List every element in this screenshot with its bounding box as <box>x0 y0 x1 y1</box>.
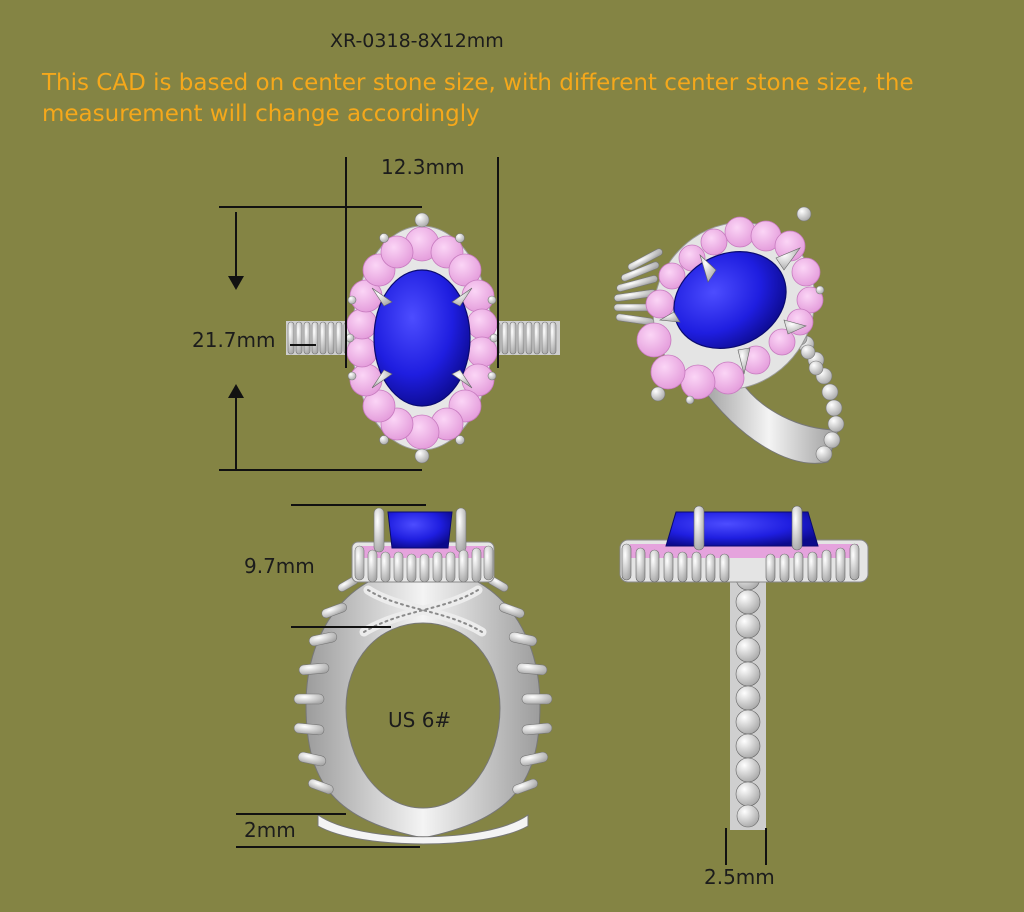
side-view-head <box>351 507 495 583</box>
top-height-dimension-label: 9.7mm <box>244 554 315 578</box>
perspective-center-stone <box>673 251 787 349</box>
side-view-band-bottom <box>317 814 529 845</box>
perspective-prongs <box>659 247 807 375</box>
center-stone <box>373 269 471 407</box>
shank-width-dimension-lines <box>725 828 767 865</box>
model-title: XR-0318-8X12mm <box>330 30 504 52</box>
center-stone-prongs <box>371 287 473 389</box>
side-view-center-stone <box>387 511 453 549</box>
perspective-view <box>613 206 845 464</box>
side-view-shank-stones <box>293 576 553 795</box>
width-dimension-label: 12.3mm <box>381 155 465 179</box>
note-line-2: measurement will change accordingly <box>42 101 480 127</box>
shank-width-label: 2.5mm <box>704 865 775 889</box>
perspective-shank-stones <box>792 330 845 463</box>
front-view-shank <box>730 565 766 830</box>
band-thickness-label: 2mm <box>244 818 296 842</box>
dimension-lines <box>219 157 767 865</box>
perspective-shank-left <box>613 248 663 326</box>
height-dimension-label: 21.7mm <box>192 328 276 352</box>
side-view-crossover-gallery <box>359 585 487 637</box>
front-view-head <box>619 505 869 583</box>
side-view <box>293 507 553 845</box>
ring-size-label: US 6# <box>388 708 452 732</box>
front-view <box>619 505 869 830</box>
top-height-dimension-lines <box>291 504 426 628</box>
band-dimension-lines <box>236 813 420 848</box>
height-dimension-lines <box>219 206 422 471</box>
perspective-band <box>699 379 839 464</box>
top-view-shank-left <box>286 321 352 355</box>
top-view <box>286 212 560 464</box>
width-dimension-lines <box>345 157 499 368</box>
note-line-1: This CAD is based on center stone size, … <box>42 70 914 96</box>
top-view-shank-right <box>492 321 560 355</box>
